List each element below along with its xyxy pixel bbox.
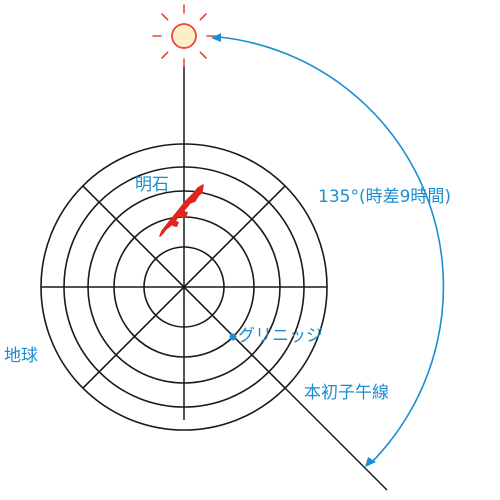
prime-meridian-label: 本初子午線 [304,383,389,403]
prime-meridian-line [284,387,388,491]
japan-map-icon [159,184,204,237]
greenwich-label: グリニッジ [238,326,323,346]
sun-icon [152,4,216,68]
greenwich-marker [229,333,237,341]
earth-label: 地球 [4,346,38,366]
angle-arrow [211,33,445,467]
angle-label: 135°(時差9時間) [318,187,451,207]
earth-globe [40,143,328,431]
akashi-label: 明石 [135,175,169,195]
